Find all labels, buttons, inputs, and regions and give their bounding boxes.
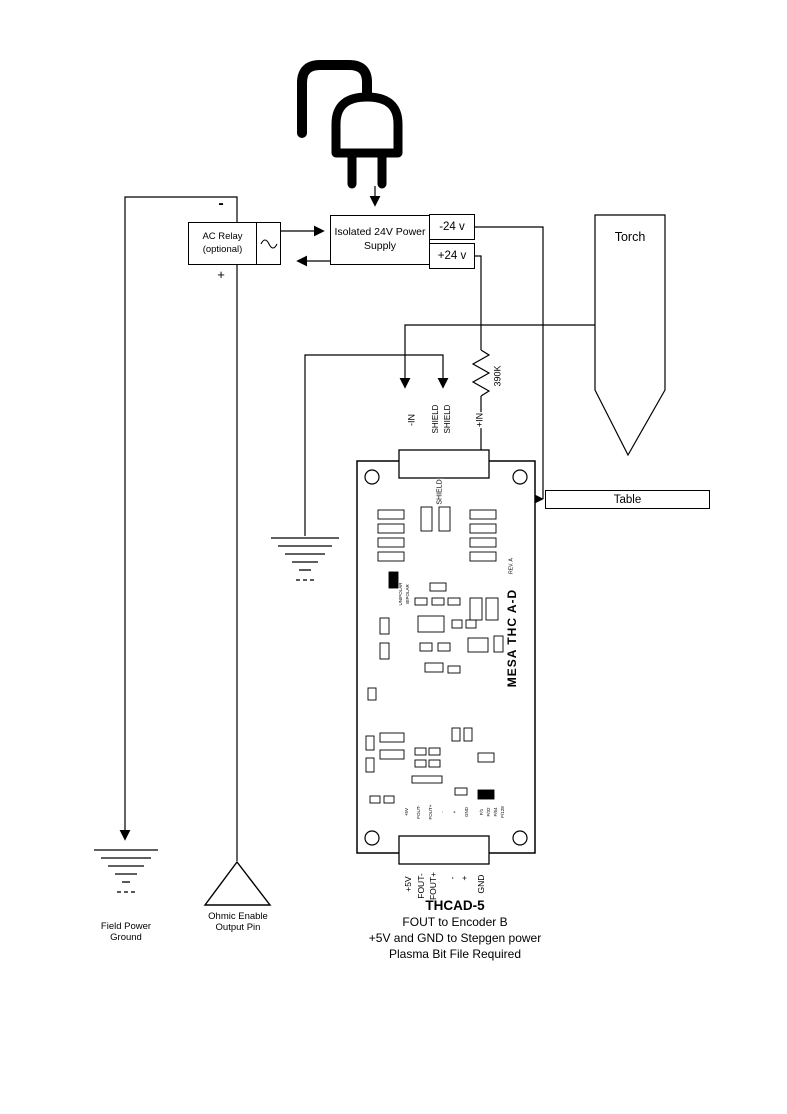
board-components (365, 506, 504, 804)
ac-relay-label: AC Relay (202, 231, 243, 243)
board-rev-label: REV. A (508, 557, 515, 575)
silk-inner-pin-5v: +5V (403, 807, 409, 817)
pin-fout-minus-label: FOUT- (415, 872, 426, 900)
footer-note-1: FOUT to Encoder B (402, 915, 508, 929)
silk-inner-pin-foutm: FOUT- (415, 805, 421, 819)
ac-plug-icon (297, 60, 403, 189)
top-terminal-connector (398, 449, 490, 479)
footer-title: THCAD-5 (425, 898, 485, 913)
jumper-f64-label: F/64 (492, 807, 498, 817)
wire-torch-to-minus-in (399, 324, 595, 389)
silk-inner-pin-minus: - (439, 811, 445, 813)
pin-shield-1: SHIELD (431, 403, 440, 435)
wire-minus-to-field-ground (119, 196, 238, 841)
neg24-terminal-box: -24 v (429, 214, 475, 240)
jumper-f1-label: F/1 (478, 808, 484, 816)
silk-inner-pin-plus: + (451, 810, 457, 814)
scale-jumper-block (477, 789, 495, 800)
table-box: Table (545, 490, 710, 509)
pin-plus-in: +IN (474, 411, 485, 429)
wire-shield-to-ground (304, 354, 449, 536)
silk-inner-pin-foutp: FOUT+ (427, 804, 433, 820)
ac-relay-optional-label: (optional) (202, 243, 243, 255)
resistor-390k-label: 390K (492, 365, 503, 387)
torch-shape (594, 214, 666, 457)
polarity-jumper-block (388, 571, 399, 589)
relay-minus-label: - (218, 195, 224, 212)
jumper-f32-label: F/32 (485, 807, 491, 817)
field-ground-label: Field Power Ground (84, 921, 168, 944)
field-ground-symbol (94, 849, 158, 893)
resistor-390k-symbol (471, 349, 491, 397)
pin-5v-label: +5V (402, 875, 413, 893)
jumper-f128-label: F/128 (499, 806, 505, 818)
mounting-hole (512, 469, 528, 485)
pos24-terminal-box: +24 v (429, 243, 475, 269)
silk-inner-pin-gnd: GND (463, 807, 469, 817)
mounting-hole (364, 830, 380, 846)
footer-note-2: +5V and GND to Stepgen power (368, 931, 542, 945)
shield-ground-symbol (271, 537, 339, 581)
sine-wave-icon (260, 238, 277, 249)
silk-bipolar-label: BIPOLAR (404, 584, 410, 604)
pin-fout-plus-label: FOUT+ (427, 870, 438, 902)
field-ground-line2: Ground (110, 932, 142, 944)
ohmic-line1: Ohmic Enable (208, 911, 268, 922)
pin-shield-2: SHIELD (443, 403, 452, 435)
footer-notes: THCAD-5 FOUT to Encoder B +5V and GND to… (325, 898, 585, 962)
wires (119, 186, 595, 861)
pin-minus-in: -IN (406, 413, 417, 427)
isolated-supply-box: Isolated 24V Power Supply (330, 215, 430, 265)
wire-neg24-to-table (475, 226, 544, 499)
thcad-board (356, 449, 536, 865)
torch-label: Torch (614, 230, 646, 244)
field-ground-line1: Field Power (100, 921, 152, 932)
footer-note-3: Plasma Bit File Required (388, 947, 522, 961)
ohmic-line2: Output Pin (215, 922, 261, 934)
silk-shield-label: SHIELD (436, 478, 444, 506)
mounting-hole (512, 830, 528, 846)
ohmic-pin-label: Ohmic Enable Output Pin (194, 911, 282, 934)
pin-minus-label: - (446, 875, 457, 881)
mounting-hole (364, 469, 380, 485)
board-brand-label: MESA THC A-D (505, 587, 519, 689)
ac-sine-cell (256, 223, 280, 264)
supply-label-line1: Isolated 24V Power (334, 226, 426, 239)
wire-pos24-to-resistor (475, 255, 482, 350)
silk-unipolar-label: UNIPOLAR (397, 582, 403, 606)
pin-gnd-label: GND (475, 873, 486, 895)
ohmic-pin-symbol (203, 860, 272, 906)
bottom-terminal-connector (398, 835, 490, 865)
pin-plus-label: + (458, 874, 469, 882)
relay-plus-label: + (217, 267, 225, 282)
supply-label-line2: Supply (363, 240, 397, 252)
ac-relay-box: AC Relay (optional) (188, 222, 281, 265)
